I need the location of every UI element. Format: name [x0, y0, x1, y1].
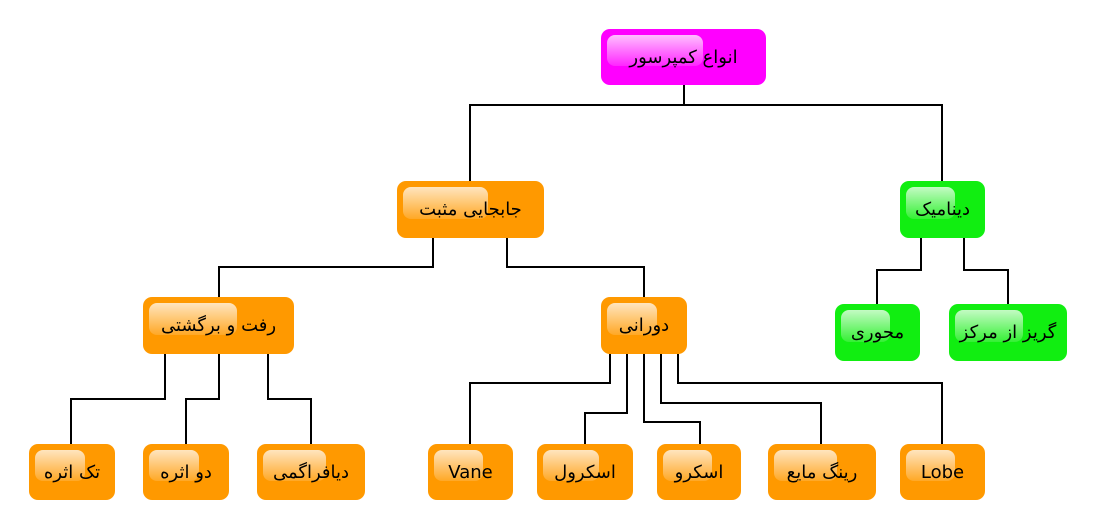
node-label: گریز از مرکز — [959, 322, 1057, 343]
link-positive-reciprocating — [218, 238, 434, 297]
node-vane: Vane — [428, 444, 513, 500]
node-label: Lobe — [920, 461, 965, 483]
node-label: رفت و برگشتی — [160, 315, 277, 336]
link-recip-double — [185, 354, 220, 444]
node-label: جابجایی مثبت — [419, 199, 522, 220]
node-single-acting: تک اثره — [29, 444, 115, 500]
link-rotary-scroll — [584, 354, 628, 444]
link-dynamic-axial — [876, 238, 922, 304]
node-label: رینگ مایع — [786, 461, 858, 483]
link-root-dynamic — [684, 104, 943, 181]
link-rotary-vane — [469, 354, 611, 444]
link-positive-rotary — [506, 238, 645, 297]
node-label: محوری — [850, 322, 905, 343]
node-scroll: اسکرول — [537, 444, 633, 500]
node-rotary: دورانی — [601, 297, 687, 354]
node-liquid-ring: رینگ مایع — [768, 444, 876, 500]
link-dynamic-centrifugal — [963, 238, 1009, 304]
node-reciprocating: رفت و برگشتی — [143, 297, 294, 354]
node-label: دینامیک — [914, 199, 971, 220]
node-double-acting: دو اثره — [143, 444, 229, 500]
node-screw: اسکرو — [657, 444, 741, 500]
node-label: اسکرول — [554, 461, 616, 483]
link-root-positive — [469, 85, 685, 181]
node-label: اسکرو — [674, 461, 724, 483]
node-label: دیافراگمی — [272, 461, 350, 483]
node-label: انواع کمپرسور — [629, 46, 738, 68]
node-label: تک اثره — [43, 461, 101, 483]
link-rotary-lobe — [677, 354, 943, 444]
node-label: دو اثره — [160, 461, 212, 483]
node-compressor-types: انواع کمپرسور — [601, 29, 766, 85]
node-dynamic: دینامیک — [900, 181, 985, 238]
node-diaphragm: دیافراگمی — [257, 444, 365, 500]
link-recip-single — [70, 354, 166, 444]
link-rotary-liquid-ring — [660, 354, 822, 444]
node-label: Vane — [448, 461, 493, 483]
node-label: دورانی — [618, 315, 670, 336]
node-axial: محوری — [835, 304, 920, 361]
node-lobe: Lobe — [900, 444, 985, 500]
node-centrifugal: گریز از مرکز — [949, 304, 1067, 361]
link-recip-diaphragm — [267, 354, 312, 444]
link-rotary-screw — [643, 354, 701, 444]
node-positive-displacement: جابجایی مثبت — [397, 181, 544, 238]
